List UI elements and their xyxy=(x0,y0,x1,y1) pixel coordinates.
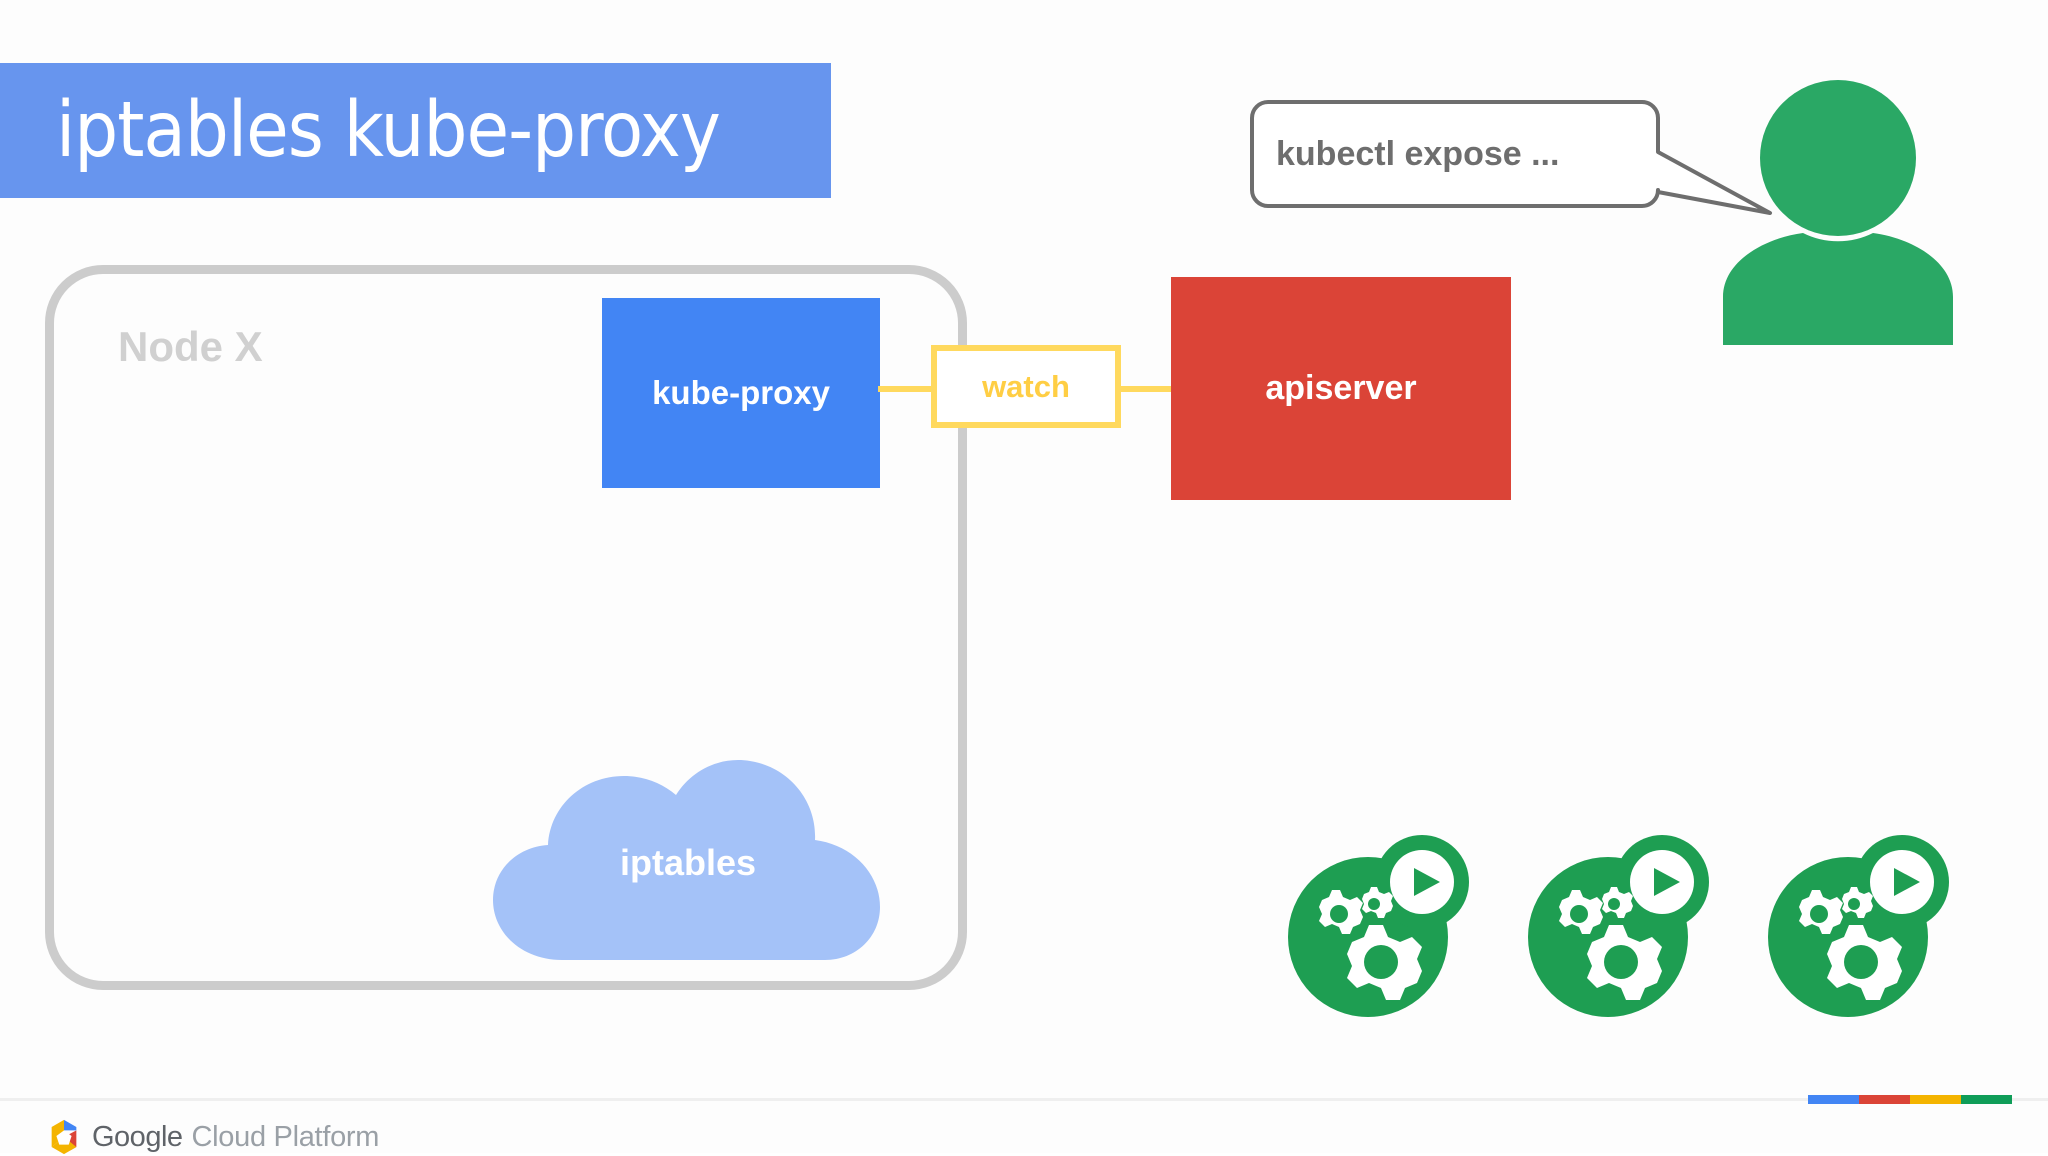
speech-bubble xyxy=(1250,100,1772,215)
node-label: Node X xyxy=(118,323,263,370)
color-bar-green xyxy=(1961,1095,2012,1104)
footer-brand-google: Google xyxy=(92,1120,183,1153)
footer-divider xyxy=(0,1098,2048,1101)
title-banner: iptables kube-proxy xyxy=(0,63,831,198)
google-color-bars xyxy=(1808,1095,2012,1104)
kube-proxy-box: kube-proxy xyxy=(602,298,880,488)
footer-brand-cloud-platform: Cloud Platform xyxy=(191,1120,380,1153)
color-bar-red xyxy=(1859,1095,1910,1104)
watch-label: watch xyxy=(982,368,1070,404)
pod-gears-play-icon xyxy=(1288,835,1469,1017)
user-avatar-icon xyxy=(1723,80,1953,345)
page-title: iptables kube-proxy xyxy=(56,86,721,175)
footer-brand: Google Cloud Platform xyxy=(92,1119,379,1155)
google-cloud-platform-hexagon-icon xyxy=(51,1119,77,1155)
pod-gears-play-icon xyxy=(1768,835,1949,1017)
color-bar-blue xyxy=(1808,1095,1859,1104)
color-bar-yellow xyxy=(1910,1095,1961,1104)
watch-label-box: watch xyxy=(931,345,1121,428)
speech-bubble-text: kubectl expose ... xyxy=(1276,134,1560,173)
kube-proxy-label: kube-proxy xyxy=(652,374,830,411)
apiserver-label: apiserver xyxy=(1265,369,1417,407)
node-container xyxy=(45,265,967,990)
pod-gears-play-icon xyxy=(1528,835,1709,1017)
apiserver-box: apiserver xyxy=(1171,277,1511,500)
watch-connector-line-left xyxy=(878,386,936,392)
watch-connector-line-right xyxy=(1115,386,1177,392)
iptables-cloud-icon xyxy=(493,760,880,960)
